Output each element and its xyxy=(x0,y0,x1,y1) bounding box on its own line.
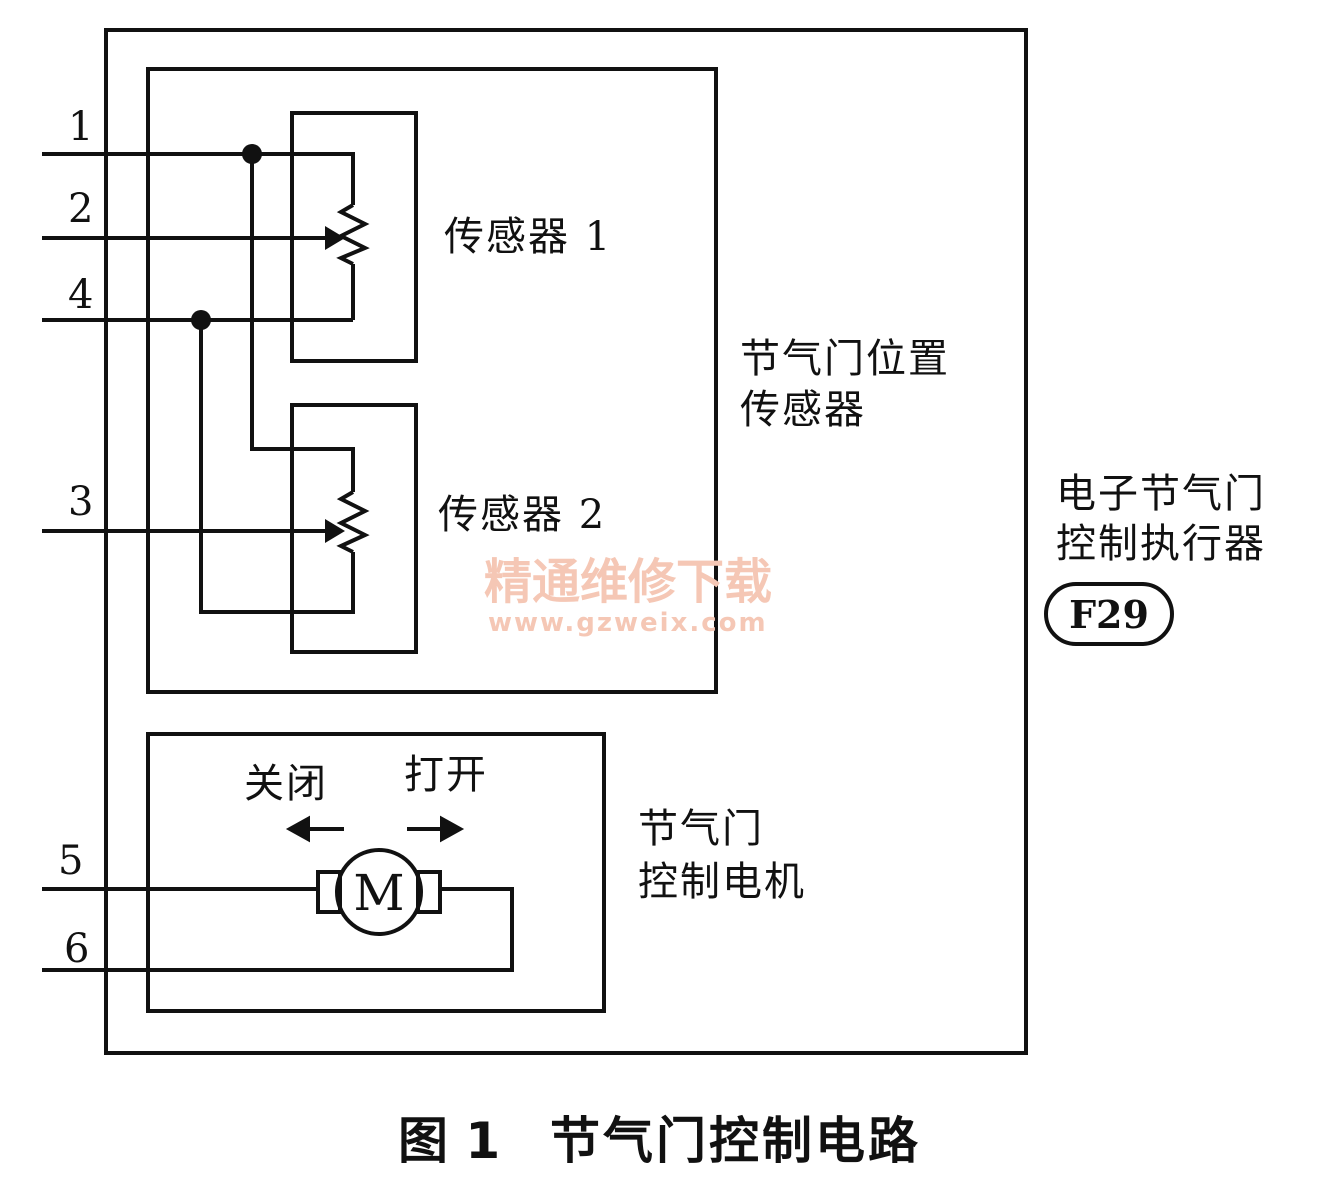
wiper1-arrow-icon xyxy=(325,226,345,250)
pin-label-6: 6 xyxy=(64,926,89,972)
motor-brush-right xyxy=(416,870,442,914)
wire-node1-to-sensor2 xyxy=(250,154,355,492)
connector-oval xyxy=(1044,582,1174,646)
motor-label-line2: 控制电机 xyxy=(638,859,806,905)
pin-label-3: 3 xyxy=(68,479,93,525)
figure-title: 节气门控制电路 xyxy=(550,1112,921,1170)
actuator-label-line1: 电子节气门 xyxy=(1056,471,1266,517)
junction-dot-4 xyxy=(191,310,211,330)
wire-pin1 xyxy=(42,152,355,205)
open-arrow-icon xyxy=(440,815,465,843)
resistor2 xyxy=(336,490,370,554)
motor-box xyxy=(146,732,606,1013)
sensor2-box xyxy=(290,403,418,654)
motor-brush-left xyxy=(316,870,342,914)
pin-label-4: 4 xyxy=(68,272,93,318)
tps-label-line1: 节气门位置 xyxy=(740,336,950,382)
open-label: 打开 xyxy=(404,752,488,798)
sensor2-label: 传感器 2 xyxy=(438,492,606,538)
wiper2-arrow-icon xyxy=(325,519,345,543)
actuator-label-line2: 控制执行器 xyxy=(1056,521,1266,567)
pin-label-1: 1 xyxy=(68,104,93,150)
tps-box xyxy=(146,67,718,694)
motor-circle xyxy=(335,848,423,936)
resistor1 xyxy=(336,203,370,266)
sensor1-label: 传感器 1 xyxy=(444,214,612,260)
pin-label-5: 5 xyxy=(58,838,83,884)
junction-dot-1 xyxy=(242,144,262,164)
pin-label-2: 2 xyxy=(68,186,93,232)
close-label: 关闭 xyxy=(244,761,328,807)
close-arrow-icon xyxy=(285,815,310,843)
connector-id-label: F29 xyxy=(1069,592,1149,637)
actuator-box xyxy=(104,28,1028,1055)
tps-label-line2: 传感器 xyxy=(740,387,866,433)
watermark-cn: 精通维修下载 xyxy=(484,554,772,610)
motor-symbol: M xyxy=(353,864,404,922)
wire-sensor2-to-node4 xyxy=(199,320,355,614)
wire-pin6 xyxy=(42,887,514,972)
watermark-url: www.gzweix.com xyxy=(488,608,768,638)
motor-label-line1: 节气门 xyxy=(638,806,764,852)
figure-number: 图 1 xyxy=(398,1112,500,1170)
